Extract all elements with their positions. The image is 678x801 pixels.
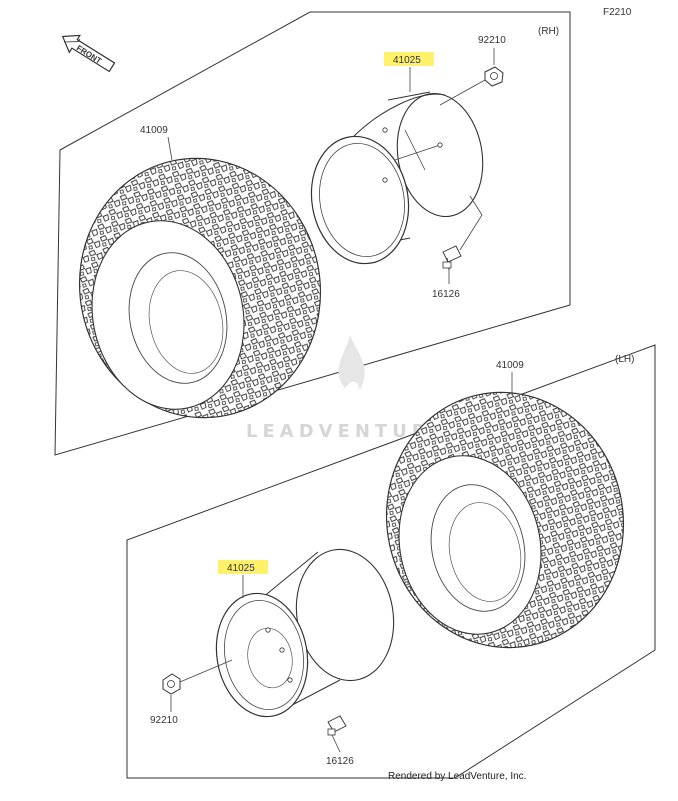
rh-nut-part-number: 92210 [478, 35, 506, 46]
rh-nut-icon [439, 48, 504, 106]
rh-wheel-part-number: 41025 [393, 55, 421, 66]
lh-wheel-highlight [218, 560, 268, 574]
rh-wheel [310, 91, 484, 265]
lh-section-frame [126, 344, 656, 779]
lh-nut-part-number: 92210 [150, 715, 178, 726]
lh-side-label: (LH) [615, 354, 634, 365]
lh-valve-part-number: 16126 [326, 756, 354, 767]
rh-tire [78, 157, 322, 419]
watermark-logo: LEADVENTURE [246, 335, 448, 442]
lh-valve-icon [327, 715, 347, 753]
lh-section: (LH) [126, 344, 656, 779]
rh-tire-part-number: 41009 [140, 125, 168, 136]
watermark-text: LEADVENTURE [246, 421, 448, 442]
lh-nut-icon [162, 659, 233, 712]
rh-valve-icon [442, 195, 483, 284]
rh-valve-part-number: 16126 [432, 289, 460, 300]
rh-section: (RH) [54, 11, 571, 456]
credit-text: Rendered by LeadVenture, Inc. [388, 771, 526, 782]
front-arrow-icon: FRONT [61, 34, 116, 73]
lh-wheel-part-number: 41025 [227, 563, 255, 574]
lh-tire [385, 391, 625, 649]
lh-wheel [215, 548, 395, 718]
rh-side-label: (RH) [538, 26, 559, 37]
rh-section-frame [54, 11, 571, 456]
figure-code: F2210 [603, 7, 632, 18]
rh-wheel-highlight [384, 52, 434, 66]
lh-tire-part-number: 41009 [496, 360, 524, 371]
